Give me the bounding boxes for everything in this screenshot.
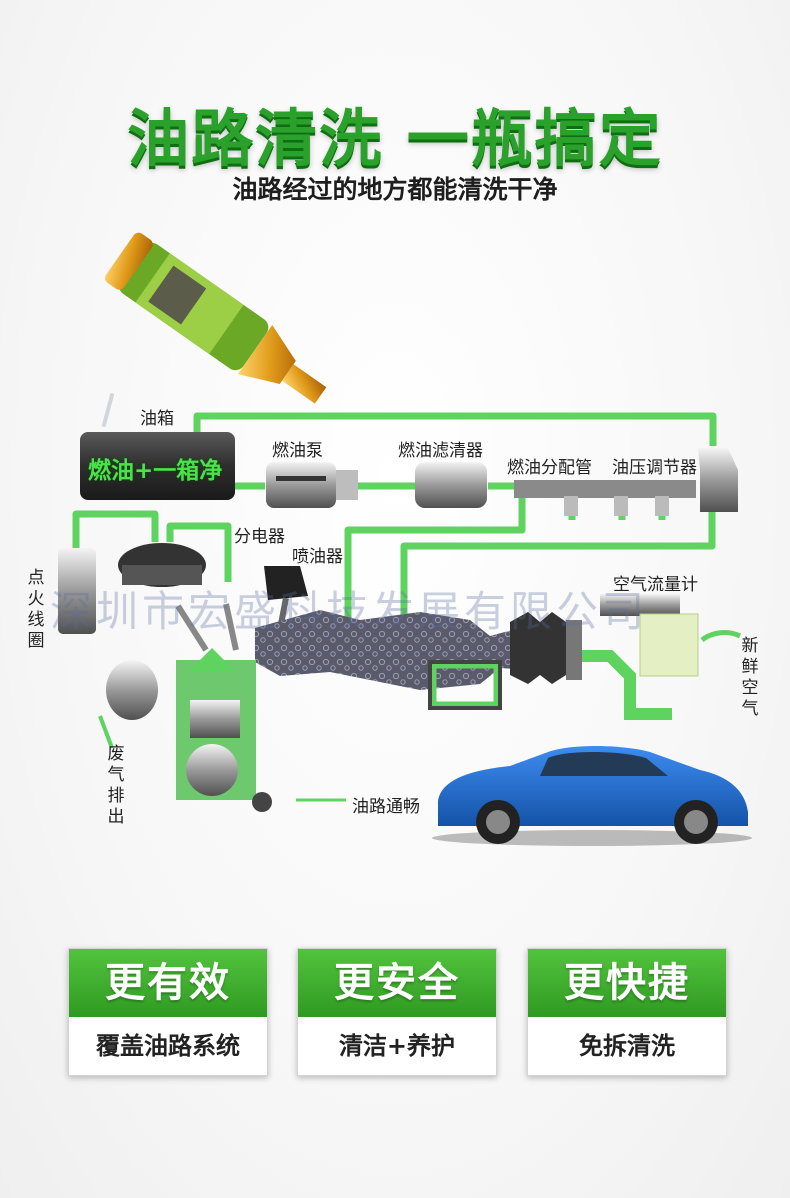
injector-body [264, 566, 308, 600]
car [432, 746, 752, 846]
label-fuel-filter: 燃油滤清器 [398, 441, 483, 461]
label-ignition-coil: 点火线圈 [27, 568, 45, 651]
fuel-tank [80, 432, 235, 500]
label-pressure-regulator: 油压调节器 [612, 458, 697, 478]
page-title: 油路清洗 一瓶搞定 [127, 102, 663, 175]
intake-manifold [255, 610, 566, 710]
tank-text: 燃油+一箱净 [88, 458, 223, 484]
label-fuel-pump: 燃油泵 [272, 441, 323, 461]
label-fuel-tank: 油箱 [140, 409, 174, 429]
label-fresh-air: 新鲜空气 [741, 636, 759, 719]
fresh-air-arrow [700, 630, 742, 643]
label-fuel-clear: 油路通畅 [352, 797, 420, 817]
fuel-pump [266, 462, 358, 508]
exhaust-manifold [98, 660, 158, 749]
feature-card-text: 免拆清洗 [579, 1032, 675, 1060]
feature-card-text: 覆盖油路系统 [96, 1032, 240, 1060]
air-flow-meter [582, 594, 699, 720]
distributor [118, 543, 206, 587]
feature-card-title: 更快捷 [528, 949, 726, 1017]
page-subtitle: 油路经过的地方都能清洗干净 [232, 175, 558, 204]
label-distributor: 分电器 [234, 527, 285, 547]
feature-card-text: 清洁+养护 [338, 1032, 456, 1060]
label-fuel-rail: 燃油分配管 [507, 458, 592, 478]
cleaner-bottle [102, 232, 327, 427]
spark-plugs [175, 603, 239, 652]
ignition-coil [58, 548, 96, 634]
fuel-rail [514, 480, 696, 516]
label-injector: 喷油器 [292, 547, 343, 567]
feature-card-effective: 更有效 覆盖油路系统 [68, 948, 268, 1076]
pressure-regulator [698, 448, 738, 512]
feature-card-fast: 更快捷 免拆清洗 [527, 948, 727, 1076]
fuel-filter [415, 462, 487, 508]
feature-card-safe: 更安全 清洁+养护 [297, 948, 497, 1076]
watermark: 深圳市宏盛科技发展有限公司 [50, 587, 649, 636]
throttle-body [566, 620, 582, 680]
feature-card-title: 更有效 [69, 949, 267, 1017]
feature-card-title: 更安全 [298, 949, 496, 1017]
label-exhaust: 废气排出 [107, 744, 125, 827]
label-air-flow-meter: 空气流量计 [613, 575, 698, 595]
engine-cylinder [176, 648, 272, 812]
